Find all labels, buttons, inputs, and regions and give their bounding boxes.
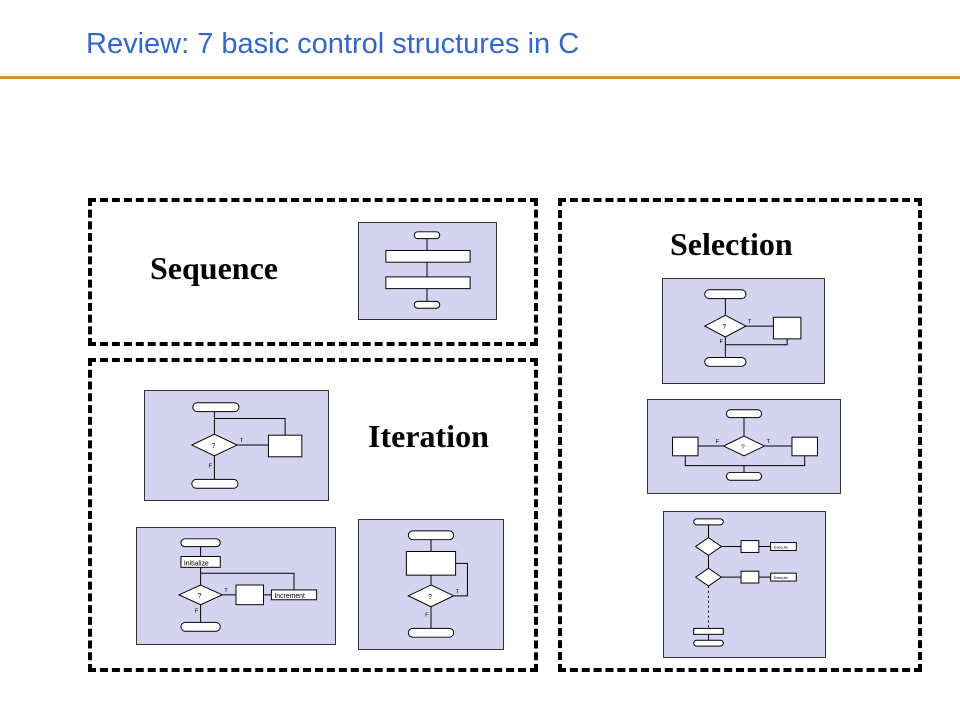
execute-label: Execute bbox=[774, 544, 789, 549]
case-action-box bbox=[740, 540, 760, 553]
true-mark: T bbox=[240, 438, 244, 444]
false-mark: F bbox=[209, 464, 213, 470]
start-terminal bbox=[704, 289, 747, 300]
end-terminal bbox=[180, 621, 221, 632]
sequence-label: Sequence bbox=[150, 250, 278, 286]
start-terminal bbox=[407, 530, 455, 541]
true-mark: T bbox=[224, 588, 228, 594]
decision-mark: ? bbox=[211, 443, 215, 450]
initialize-box bbox=[180, 556, 221, 568]
end-terminal bbox=[413, 300, 441, 309]
selection-group bbox=[558, 198, 922, 672]
if-else-flowchart: ? T F bbox=[647, 399, 841, 494]
loop-back-arrow bbox=[200, 572, 295, 590]
action-box bbox=[772, 316, 802, 340]
if-flowchart: ? T F bbox=[662, 278, 825, 384]
loop-back-arrow bbox=[453, 562, 468, 597]
switch-flowchart: Execute Execute bbox=[663, 511, 826, 658]
initialize-label: Initialize bbox=[184, 560, 209, 567]
false-mark: F bbox=[716, 439, 720, 445]
do-while-flowchart: ? T F bbox=[358, 519, 504, 650]
decision-mark: ? bbox=[722, 324, 726, 331]
true-action-box bbox=[791, 436, 818, 457]
loop-back-arrow bbox=[214, 418, 286, 436]
false-mark: F bbox=[425, 613, 429, 619]
false-action-box bbox=[672, 436, 699, 457]
false-mark: F bbox=[195, 609, 199, 615]
for-flowchart: Initialize ? T Increment F bbox=[136, 527, 336, 645]
sequence-flowchart bbox=[358, 222, 497, 320]
decision-diamond bbox=[703, 314, 748, 338]
start-terminal bbox=[693, 518, 724, 526]
end-terminal bbox=[407, 627, 455, 638]
true-mark: T bbox=[456, 589, 460, 595]
decision-mark: ? bbox=[198, 593, 202, 600]
true-mark: T bbox=[748, 319, 752, 325]
case-diamond bbox=[694, 567, 723, 587]
start-terminal bbox=[725, 409, 763, 419]
merge-arrow bbox=[684, 455, 806, 467]
increment-label: Increment bbox=[274, 593, 305, 600]
iteration-group bbox=[88, 358, 538, 672]
false-mark: F bbox=[719, 339, 723, 345]
slide-title: Review: 7 basic control structures in C bbox=[86, 28, 580, 60]
title-underline bbox=[0, 76, 960, 79]
merge-arrow bbox=[725, 338, 788, 346]
loop-body-box bbox=[405, 551, 457, 576]
default-box bbox=[693, 627, 724, 635]
loop-body-box bbox=[235, 584, 265, 606]
start-terminal bbox=[192, 402, 240, 413]
execute-label: Execute bbox=[774, 575, 789, 580]
case-action-box bbox=[740, 570, 760, 584]
end-terminal bbox=[191, 478, 239, 489]
end-terminal bbox=[693, 639, 724, 647]
decision-diamond bbox=[722, 435, 766, 457]
iteration-label: Iteration bbox=[368, 418, 489, 454]
execute-box bbox=[770, 542, 797, 551]
selection-label: Selection bbox=[670, 226, 793, 262]
true-mark: T bbox=[767, 439, 771, 445]
sequence-group bbox=[88, 198, 538, 346]
process-box bbox=[385, 276, 471, 290]
process-box bbox=[385, 249, 471, 263]
execute-box bbox=[770, 572, 797, 582]
start-terminal bbox=[180, 538, 221, 548]
case-diamond bbox=[694, 537, 723, 557]
end-terminal bbox=[704, 356, 747, 367]
end-terminal bbox=[725, 471, 763, 481]
loop-body-box bbox=[267, 434, 303, 458]
while-flowchart: ? T F bbox=[144, 390, 329, 501]
start-terminal bbox=[413, 231, 441, 240]
decision-mark: ? bbox=[741, 444, 745, 451]
decision-mark: ? bbox=[428, 594, 432, 601]
